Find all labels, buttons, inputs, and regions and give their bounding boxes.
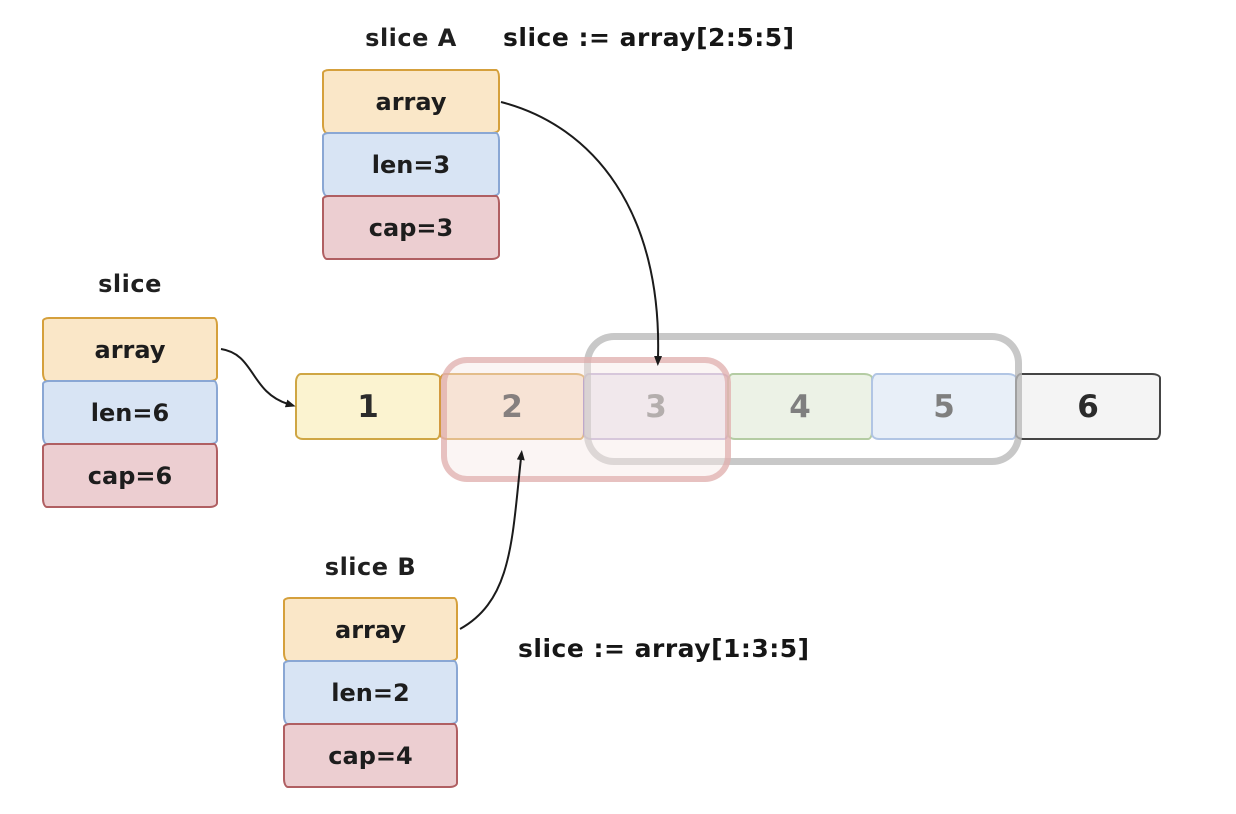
- slice-array-field: array: [42, 317, 218, 382]
- arrow-slice-b-to-cell2: [459, 450, 525, 630]
- slice-b-len-field: len=2: [283, 660, 458, 725]
- array-cell-1: 1: [295, 373, 441, 440]
- slice-b-array-field: array: [283, 597, 458, 662]
- slice-b-expression: slice := array[1:3:5]: [518, 634, 810, 663]
- array-cell-3: 3: [583, 373, 729, 440]
- slice-label: slice: [98, 270, 162, 298]
- slice-cap-field: cap=6: [42, 443, 218, 508]
- array-cell-2: 2: [439, 373, 585, 440]
- array-cell-5: 5: [871, 373, 1017, 440]
- array-cell-6: 6: [1015, 373, 1161, 440]
- slice-a-expression: slice := array[2:5:5]: [503, 23, 795, 52]
- slice-b-cap-field: cap=4: [283, 723, 458, 788]
- slice-a-cap-field: cap=3: [322, 195, 500, 260]
- slice-len-field: len=6: [42, 380, 218, 445]
- slice-a-label: slice A: [365, 24, 457, 52]
- slice-a-len-field: len=3: [322, 132, 500, 197]
- arrow-slice-a-to-cell3: [500, 101, 663, 366]
- array-cell-4: 4: [727, 373, 873, 440]
- slice-a-array-field: array: [322, 69, 500, 134]
- struct-slice-b: array len=2 cap=4: [283, 597, 458, 788]
- slice-b-label: slice B: [324, 553, 417, 581]
- arrow-slice-to-cell1: [220, 348, 296, 408]
- struct-slice-a: array len=3 cap=3: [322, 69, 500, 260]
- struct-slice: array len=6 cap=6: [42, 317, 218, 508]
